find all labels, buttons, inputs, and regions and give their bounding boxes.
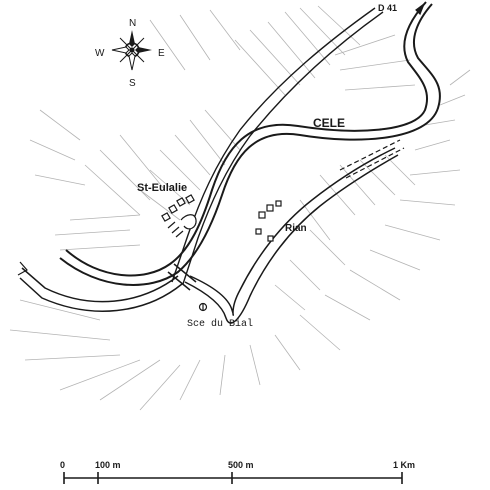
scale-tick-0: 0 [60,460,65,470]
compass-rose-icon [111,30,152,71]
river-label: CELE [313,116,345,130]
river-cele [17,1,441,312]
village-label-rian: Rian [285,223,307,234]
village-buildings-rian [255,200,282,242]
scale-tick-500: 500 m [228,460,254,470]
village-label-st-eulalie: St-Eulalie [137,182,187,194]
bridge [167,263,197,291]
road-rian [184,139,405,324]
compass-north-label: N [129,18,136,29]
compass-east-label: E [158,48,165,59]
spring-marker [198,302,208,312]
village-buildings-st-eulalie [161,194,197,238]
road-label: D 41 [378,3,397,13]
spring-label: Sce du Bial [187,318,253,330]
road-d41 [171,7,384,285]
road-end-icon [415,2,426,16]
slope-hatching [9,5,471,411]
compass-west-label: W [95,48,105,59]
compass-south-label: S [129,78,136,89]
scale-tick-100: 100 m [95,460,121,470]
scale-tick-1000: 1 Km [393,460,415,470]
scale-bar [63,472,403,484]
